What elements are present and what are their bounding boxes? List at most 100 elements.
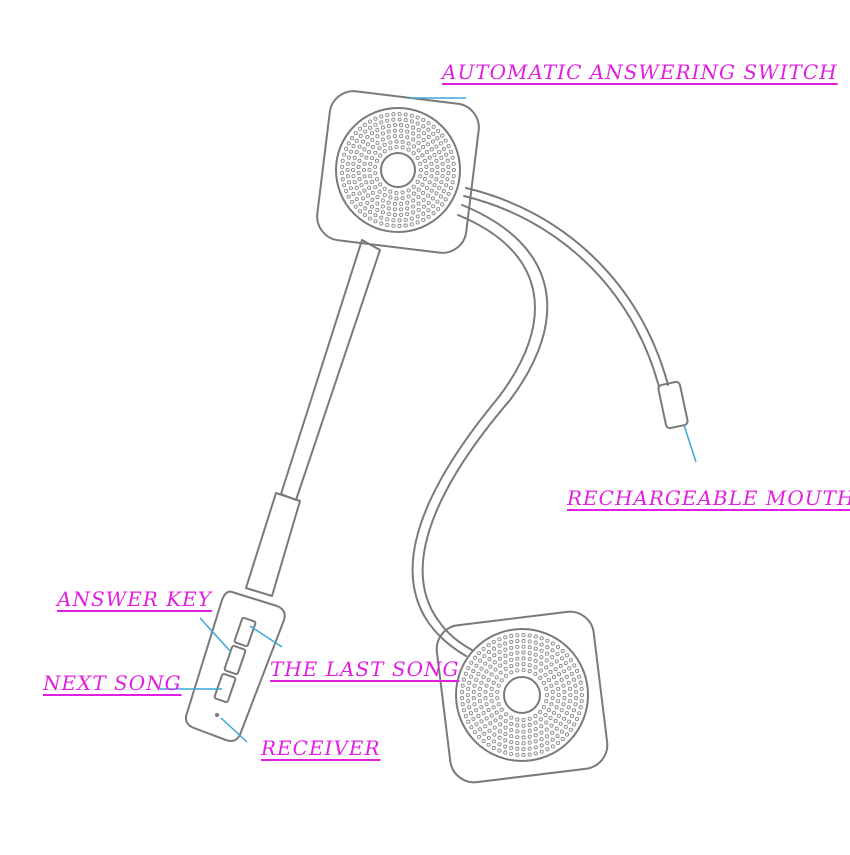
speaker-hole [421,131,427,136]
speaker-hole [435,136,440,141]
speaker-hole [362,147,367,152]
speaker-hole [370,137,375,143]
speaker-hole [382,186,387,191]
speaker-hole [415,220,420,225]
speaker-hole [435,164,440,169]
speaker-hole [509,670,514,675]
speaker-hole [416,148,421,153]
speaker-hole [354,185,359,190]
speaker-hole [498,663,503,668]
speaker-hole [426,214,431,219]
speaker-hole [515,741,520,746]
speaker-hole [369,131,375,136]
speaker-hole [533,726,538,732]
speaker-hole [437,150,442,155]
speaker-hole [496,683,501,688]
connecting-cable [421,204,549,651]
left-speaker-dots [340,111,457,229]
answer-button[interactable] [223,644,247,676]
speaker-hole [357,158,362,163]
speaker-hole [400,139,405,144]
speaker-hole [375,195,380,200]
speaker-hole [346,180,352,185]
speaker-hole [539,661,544,666]
speaker-hole [431,124,436,129]
speaker-hole [370,197,375,203]
speaker-hole [492,725,497,730]
speaker-hole [571,708,577,713]
speaker-hole [556,699,561,704]
speaker-hole [472,655,478,660]
speaker-hole [392,207,397,212]
speaker-hole [527,663,532,668]
speaker-hole [515,644,520,649]
speaker-hole [538,675,543,680]
speaker-hole [438,141,443,146]
speaker-hole [444,183,449,188]
speaker-hole [411,131,416,136]
speaker-hole [472,683,477,688]
speaker-hole [474,663,479,668]
speaker-hole [424,150,429,155]
speaker-hole [373,164,378,169]
speaker-hole [515,723,520,728]
speaker-hole [368,161,373,166]
speaker-hole [440,174,445,179]
speaker-hole [460,683,465,688]
speaker-hole [445,158,450,163]
speaker-hole [399,201,404,206]
speaker-hole [503,653,508,658]
speaker-hole [504,673,509,678]
speaker-hole [425,142,431,147]
speaker-hole [503,719,508,724]
speaker-hole [357,191,362,196]
speaker-hole [378,153,383,158]
speaker-hole [359,152,364,157]
left-earphone-grille [335,107,461,233]
speaker-hole [533,658,538,664]
speaker-hole [400,196,405,201]
speaker-hole [439,180,444,185]
speaker-hole [382,142,387,147]
speaker-hole [427,155,432,160]
next-song-button[interactable] [213,672,237,704]
speaker-hole [515,735,520,740]
speaker-hole [362,213,367,218]
speaker-hole [521,650,526,655]
speaker-hole [549,723,554,728]
speaker-hole [441,189,446,194]
speaker-hole [539,655,544,660]
speaker-hole [424,171,429,176]
speaker-hole [463,671,468,676]
speaker-hole [416,134,421,139]
right-earphone-center [503,676,541,714]
speaker-hole [363,129,368,134]
speaker-hole [370,155,375,161]
speaker-hole [539,737,544,742]
speaker-hole [370,145,375,150]
speaker-hole [365,135,370,140]
speaker-hole [486,643,491,648]
speaker-hole [388,189,393,194]
speaker-hole [364,155,369,160]
speaker-hole [546,707,552,713]
boom-sleeve [245,492,301,597]
speaker-hole [497,748,502,753]
speaker-hole [550,648,555,653]
last-song-button[interactable] [233,616,257,648]
speaker-hole [515,717,520,722]
speaker-hole [509,721,514,726]
speaker-hole [397,223,402,229]
speaker-hole [509,728,514,733]
speaker-hole [527,639,532,644]
speaker-hole [496,702,501,707]
speaker-hole [351,191,356,196]
speaker-hole [399,212,404,217]
speaker-hole [488,664,493,669]
speaker-hole [444,152,449,157]
speaker-hole [544,720,549,725]
speaker-hole [427,180,432,185]
speaker-hole [345,167,350,173]
speaker-hole [434,177,439,182]
speaker-hole [574,696,579,701]
